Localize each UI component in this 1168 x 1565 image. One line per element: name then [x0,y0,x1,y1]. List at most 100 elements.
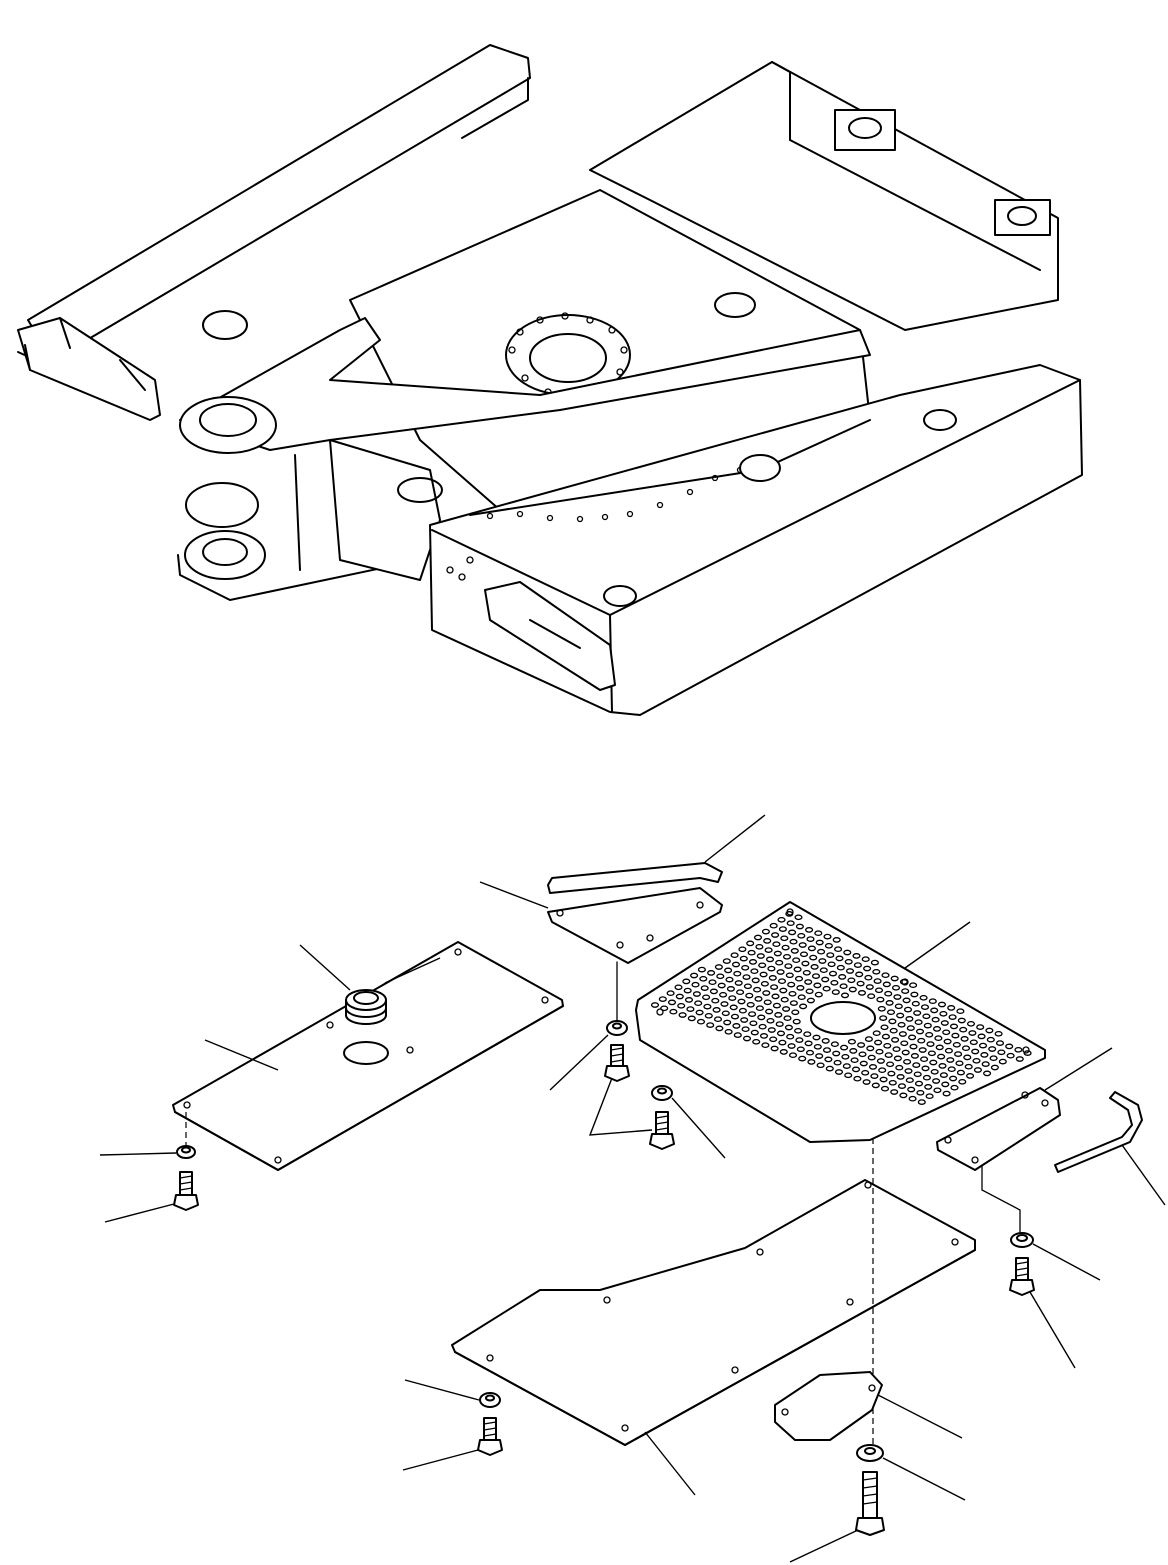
perforation-hole [973,1067,982,1073]
perforation-hole [878,1067,887,1074]
perforation-hole [805,988,814,995]
perforation-hole [784,1024,793,1031]
perforation-hole [767,965,776,972]
perforation-hole [667,999,677,1006]
perforation-hole [799,951,809,958]
perforation-hole [690,972,699,979]
perforation-hole [838,974,847,980]
perforation-hole [879,1015,888,1021]
perforation-hole [833,1059,842,1066]
perforation-hole [872,1030,881,1037]
perforation-hole [832,937,841,943]
perforation-hole [917,1037,926,1044]
perforation-hole [777,916,786,923]
perforation-hole [807,945,816,952]
perforation-hole [855,971,864,978]
perforation-hole [881,1033,890,1040]
perforation-hole [914,1019,923,1026]
perforation-hole [711,997,720,1004]
track-frame-assembly [17,44,1083,716]
perforation-hole [786,920,795,927]
perforation-hole [782,1006,791,1012]
perforation-hole [888,1018,897,1025]
perforation-hole [741,1026,750,1033]
perforation-hole [790,948,799,954]
perforation-hole [834,1069,844,1075]
front-frame-box [329,439,441,581]
perforation-hole [745,992,754,999]
perforation-hole [884,990,893,997]
perforation-hole [695,1009,704,1016]
perforation-hole [783,1015,792,1022]
perforation-hole [778,1039,787,1046]
perforation-hole [852,953,861,959]
perforation-hole [850,1057,859,1064]
perforation-hole [806,997,815,1004]
perforation-hole [731,961,741,968]
washer-center-lower [651,1085,673,1101]
perforation-hole [694,1000,703,1007]
perforation-hole [864,1036,873,1042]
callout-leader [299,944,351,991]
callout-leader [1044,1047,1113,1091]
perforation-hole [914,1080,924,1087]
perforation-hole [861,956,870,963]
perforation-hole [782,953,792,960]
perforation-hole [890,1089,899,1095]
bolt-center-lower [649,1111,675,1150]
perforation-hole [864,974,873,981]
perforation-hole [779,987,788,994]
perforation-hole [892,1046,901,1053]
perforation-hole [879,1076,888,1083]
perforation-hole [738,1007,747,1014]
perforation-hole [868,1064,878,1070]
perforation-hole [650,1002,660,1008]
perforation-hole [897,1021,906,1028]
perforation-hole [907,1086,916,1093]
cover-plate-triangle [547,887,723,964]
perforation-hole [959,1026,968,1033]
perforation-hole [827,961,836,968]
rubber-plug [345,989,387,1025]
perforation-hole [768,975,777,981]
perforation-hole [819,967,828,974]
perforation-hole [886,1061,895,1068]
perforation-hole [847,977,856,984]
perforated-center-hole [810,1001,876,1035]
perforation-hole [765,1008,774,1015]
perforation-hole [743,983,752,990]
perforation-hole [759,1033,769,1039]
perforation-hole [889,1027,898,1034]
perforation-hole [948,1014,957,1020]
callout-leader [404,1379,480,1401]
perforation-hole [791,1009,800,1016]
perforation-hole [949,1075,958,1082]
perforation-hole [780,935,789,942]
perforation-hole [752,1038,761,1045]
boom-bracket-arms [179,317,871,451]
perforation-hole [691,981,700,988]
right-mount-boss [739,454,781,482]
perforation-hole [758,962,767,969]
perforation-hole [857,1042,866,1048]
perforation-hole [989,1055,998,1062]
perforation-hole [786,1033,795,1040]
perforation-hole [813,1043,822,1050]
washer-lower-center [856,1444,884,1462]
perforation-hole [894,1003,903,1010]
perforation-hole [822,985,831,992]
perforation-hole [719,991,728,998]
perforation-hole [946,1057,955,1063]
perforation-hole [787,981,796,988]
perforation-hole [795,923,804,930]
callout-leader [549,1034,609,1091]
perforation-hole [947,1005,956,1011]
perforation-hole [677,1002,686,1009]
perforation-hole [811,973,821,979]
perforation-hole [845,968,855,974]
perforation-hole [717,982,726,989]
perforation-hole [824,942,833,949]
perforation-hole [748,959,758,965]
perforation-hole [891,984,901,991]
